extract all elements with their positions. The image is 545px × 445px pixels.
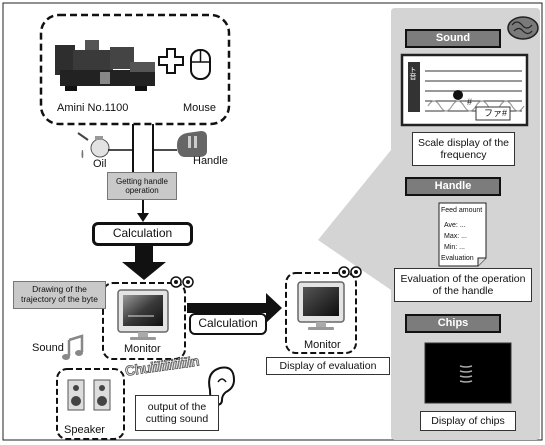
doc-line-evaluation: Evaluation [441,255,474,262]
monitor2-frame [285,272,357,354]
chips-display [424,342,512,404]
machine-name-label: Amini No.1100 [57,102,129,114]
arrow-head [137,213,149,222]
mouse-label: Mouse [183,102,217,114]
speaker-frame [56,368,125,440]
getting-handle-box: Getting handle operation [107,172,177,200]
monitor2-icon [297,281,345,330]
evaluation-document [438,202,487,267]
plus-icon [158,48,184,74]
sound-header: Sound [405,29,501,48]
calculation-box-1: Calculation [92,222,193,246]
eyes-icon [338,266,362,278]
sound-label: Sound [32,342,64,354]
monitor1-icon [117,289,169,340]
down-arrow [122,246,166,280]
music-note-icon [62,334,84,360]
output-sound-box: output of the cutting sound [135,395,219,431]
hand-icon [177,131,207,157]
scale-caption-box: Scale display of the frequency [412,132,515,166]
speaker-label: Speaker [64,424,105,436]
oil-label: Oil [93,158,107,170]
calculation-box-2: Calculation [189,313,267,335]
drawing-trajectory-box: Drawing of the trajectory of the byte [13,281,106,309]
scale-clef-label: ト音 [409,66,417,80]
eyes-icon [170,276,194,288]
right-arrow [187,293,282,323]
eval-caption-box: Evaluation of the operation of the handl… [394,268,532,302]
brain-icon [507,16,539,40]
handle-label: Handle [193,155,228,167]
monitor1-frame [102,282,186,360]
speaker-icon [67,379,111,411]
scale-display [400,53,529,127]
monitor1-label: Monitor [124,343,161,355]
doc-line-feed: Feed amount [441,207,483,214]
display-evaluation-box: Display of evaluation [266,357,390,375]
doc-line-min: Min: ... [444,244,466,251]
chips-header: Chips [405,314,501,333]
doc-line-ave: Ave: ... [444,222,466,229]
chips-caption-box: Display of chips [420,411,516,431]
scale-note-label: ファ# [484,108,508,118]
monitor2-label: Monitor [304,339,341,351]
handle-header: Handle [405,177,501,196]
oil-can-icon [77,132,110,159]
doc-line-max: Max: ... [444,233,467,240]
outer-frame [2,2,543,441]
mouse-icon [190,49,211,80]
scale-sharp: # [467,97,473,107]
lathe-machine-image [55,40,155,91]
machine-group-frame [39,13,231,126]
